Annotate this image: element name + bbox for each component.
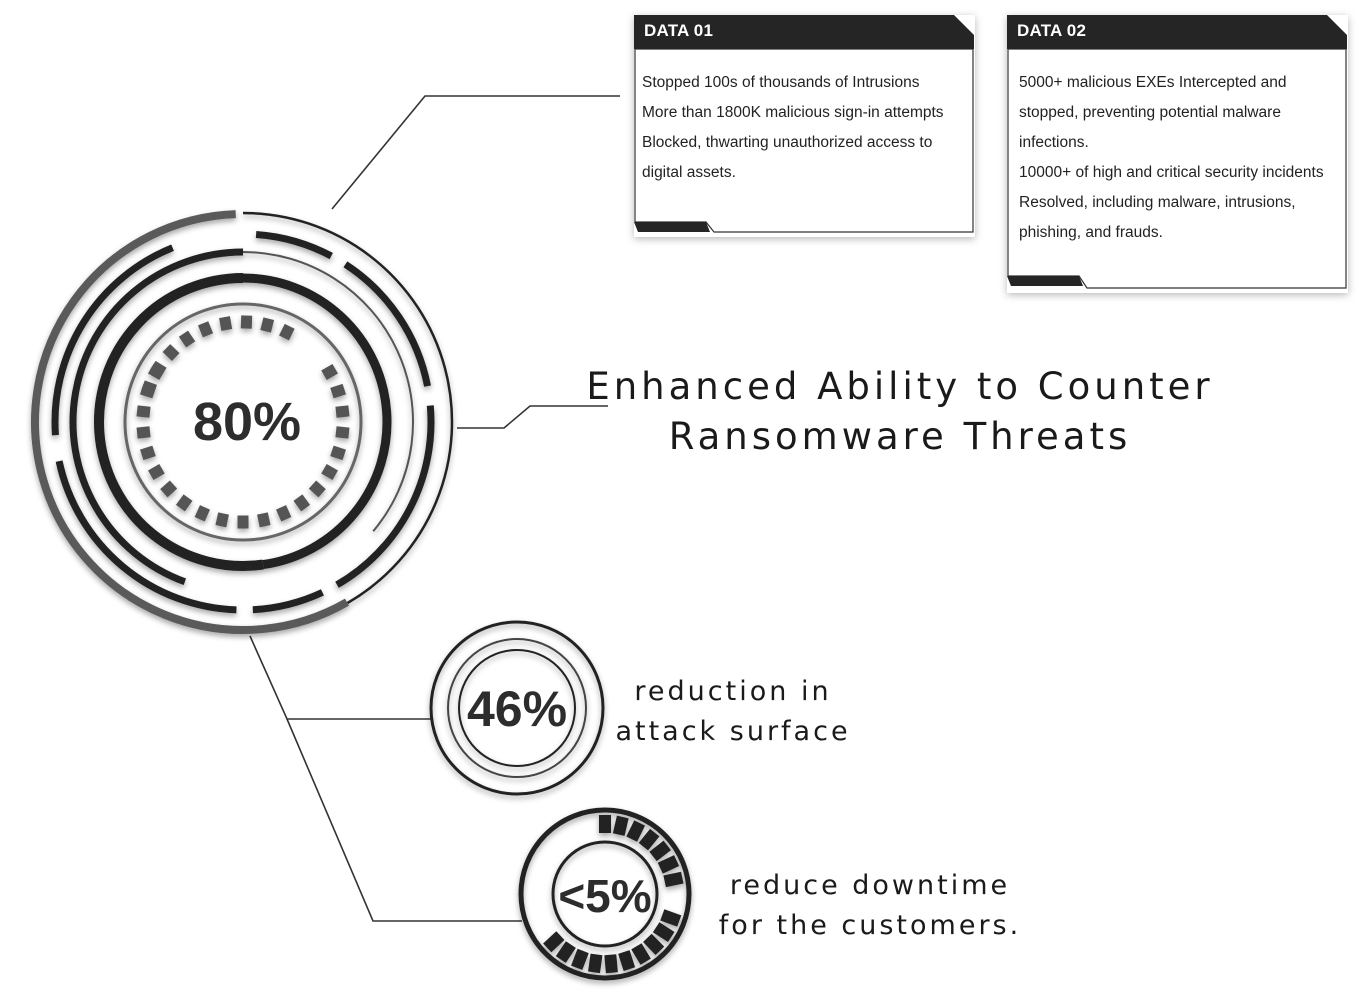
main-gauge-tick-3 — [162, 344, 180, 362]
gauge-5-tick-8 — [660, 909, 682, 927]
gauge-5-tick-3 — [626, 820, 646, 842]
stat-3-label-line-2: for the customers. — [718, 910, 1022, 941]
main-gauge-tick-14 — [330, 445, 346, 461]
gauge-46-middle-ring — [447, 638, 587, 778]
gauge-5-tick-16 — [555, 941, 576, 963]
main-gauge-ring3-thin-arc — [242, 251, 414, 532]
main-gauge-tick-13 — [335, 426, 350, 439]
main-stat-label-line-2: Ransomware Threats — [668, 415, 1132, 458]
card-2-line-2: stopped, preventing potential malware — [1019, 104, 1281, 121]
main-gauge-tick-21 — [215, 512, 229, 528]
main-gauge-outer-thin-arc — [242, 211, 454, 605]
gauge-5-tick-17 — [543, 931, 565, 953]
gauge-5-tick-15 — [571, 948, 589, 970]
main-gauge-tick-26 — [140, 445, 156, 461]
main-stat-label-line-1: Enhanced Ability to Counter — [586, 365, 1214, 408]
main-gauge-tick-24 — [160, 480, 178, 498]
main-gauge-tick-9 — [279, 323, 295, 341]
main-gauge-tick-4 — [178, 330, 196, 348]
stat-3-value: <5% — [558, 870, 652, 922]
card-2-line-3: infections. — [1019, 134, 1089, 151]
card-2-line-6: phishing, and frauds. — [1019, 224, 1163, 241]
main-gauge-ring2-arc-a — [255, 230, 333, 260]
card-1-line-3: Blocked, thwarting unauthorized access t… — [642, 134, 933, 151]
stat-2-label-line-1: reduction in — [634, 676, 832, 707]
main-gauge-ring3-thick-arc — [69, 248, 244, 586]
stat-2-label-line-2: attack surface — [615, 716, 851, 747]
main-gauge-tick-15 — [321, 463, 338, 481]
main-stat-label: Enhanced Ability to Counter Ransomware T… — [560, 362, 1240, 462]
main-stat-value: 80% — [192, 392, 302, 452]
gauge-5-tick-7 — [663, 871, 684, 888]
card-2-line-5: Resolved, including malware, intrusions, — [1019, 194, 1296, 211]
main-gauge-tick-30 — [148, 363, 165, 381]
gauge-5-tick-12 — [618, 950, 636, 971]
card-2-title: DATA 02 — [1017, 21, 1087, 40]
main-gauge-tick-8 — [260, 317, 275, 333]
main-gauge-ring2-arc-f — [51, 244, 174, 436]
main-gauge-tick-10 — [321, 363, 338, 381]
main-gauge-tick-18 — [276, 505, 292, 522]
main-gauge-tick-23 — [175, 494, 193, 512]
card-2-line-1: 5000+ malicious EXEs Intercepted and — [1019, 74, 1287, 91]
card-1-frame — [634, 15, 974, 233]
gauge-5 — [518, 807, 692, 981]
stat-2-value: 46% — [466, 681, 568, 737]
connector-to-headline — [457, 405, 608, 429]
main-gauge-ring2-arc-e — [55, 460, 237, 614]
stat-2-label: reduction in attack surface — [608, 672, 858, 752]
gauge-5-tick-4 — [638, 828, 660, 851]
data-card-2: DATA 02 5000+ malicious EXEs Intercepted… — [1007, 15, 1348, 293]
main-gauge-ring4-arc-a — [242, 273, 392, 570]
gauge-5-tick-6 — [657, 855, 680, 874]
connector-to-stat-2 — [249, 635, 432, 720]
card-2-line-4: 10000+ of high and critical security inc… — [1019, 164, 1324, 181]
gauge-5-inner-ring — [551, 840, 659, 948]
gauge-5-tick-2 — [612, 815, 629, 836]
main-gauge-ring2-arc-c — [335, 405, 435, 588]
main-gauge-tick-17 — [293, 494, 311, 512]
stat-3-label: reduce downtime for the customers. — [700, 866, 1040, 946]
gauge-46-outer-ring — [429, 620, 605, 796]
main-gauge-tick-11 — [330, 383, 346, 399]
card-1-title: DATA 01 — [644, 21, 714, 40]
gauge-5-tick-9 — [652, 922, 675, 943]
main-gauge-tick-12 — [335, 405, 350, 418]
connector-to-stat-3 — [286, 718, 522, 922]
gauge-5-tick-13 — [604, 954, 618, 974]
gauge-5-tick-5 — [649, 840, 671, 862]
card-1-line-1: Stopped 100s of thousands of Intrusions — [642, 74, 920, 91]
stat-3-label-line-1: reduce downtime — [729, 870, 1011, 901]
card-2-body: 5000+ malicious EXEs Intercepted and sto… — [1019, 68, 1342, 248]
main-gauge-ring2-arc-b — [343, 261, 431, 387]
card-1-line-2: More than 1800K malicious sign-in attemp… — [642, 104, 944, 121]
gauge-46-inner-ring — [458, 649, 576, 767]
main-gauge-tick-22 — [194, 505, 210, 522]
main-gauge-tick-6 — [219, 316, 233, 331]
connector-to-card-1 — [331, 95, 620, 210]
main-gauge-ring4-arc-b — [94, 273, 264, 571]
main-gauge-tick-27 — [136, 426, 151, 439]
main-gauge-inner-ring — [123, 302, 363, 542]
main-gauge-tick-5 — [198, 321, 214, 338]
gauge-46 — [429, 620, 605, 796]
main-gauge-ring2-arc-d — [252, 589, 324, 614]
main-gauge-tick-29 — [140, 383, 156, 399]
gauge-5-tick-11 — [631, 943, 651, 965]
card-1-body: Stopped 100s of thousands of Intrusions … — [642, 68, 969, 188]
data-card-1: DATA 01 Stopped 100s of thousands of Int… — [634, 15, 975, 237]
gauge-5-tick-14 — [588, 953, 603, 974]
main-gauge — [31, 210, 454, 634]
main-gauge-tick-28 — [136, 405, 151, 418]
main-gauge-tick-25 — [148, 463, 165, 481]
gauge-5-tick-10 — [643, 933, 665, 955]
main-gauge-outer-grey-arc — [31, 210, 349, 634]
card-2-frame — [1007, 15, 1347, 289]
card-1-line-4: digital assets. — [642, 164, 736, 181]
connector-lines — [249, 95, 620, 922]
gauge-5-outer-ring — [518, 807, 692, 981]
main-gauge-tick-16 — [308, 480, 326, 498]
main-gauge-tick-19 — [257, 512, 271, 528]
